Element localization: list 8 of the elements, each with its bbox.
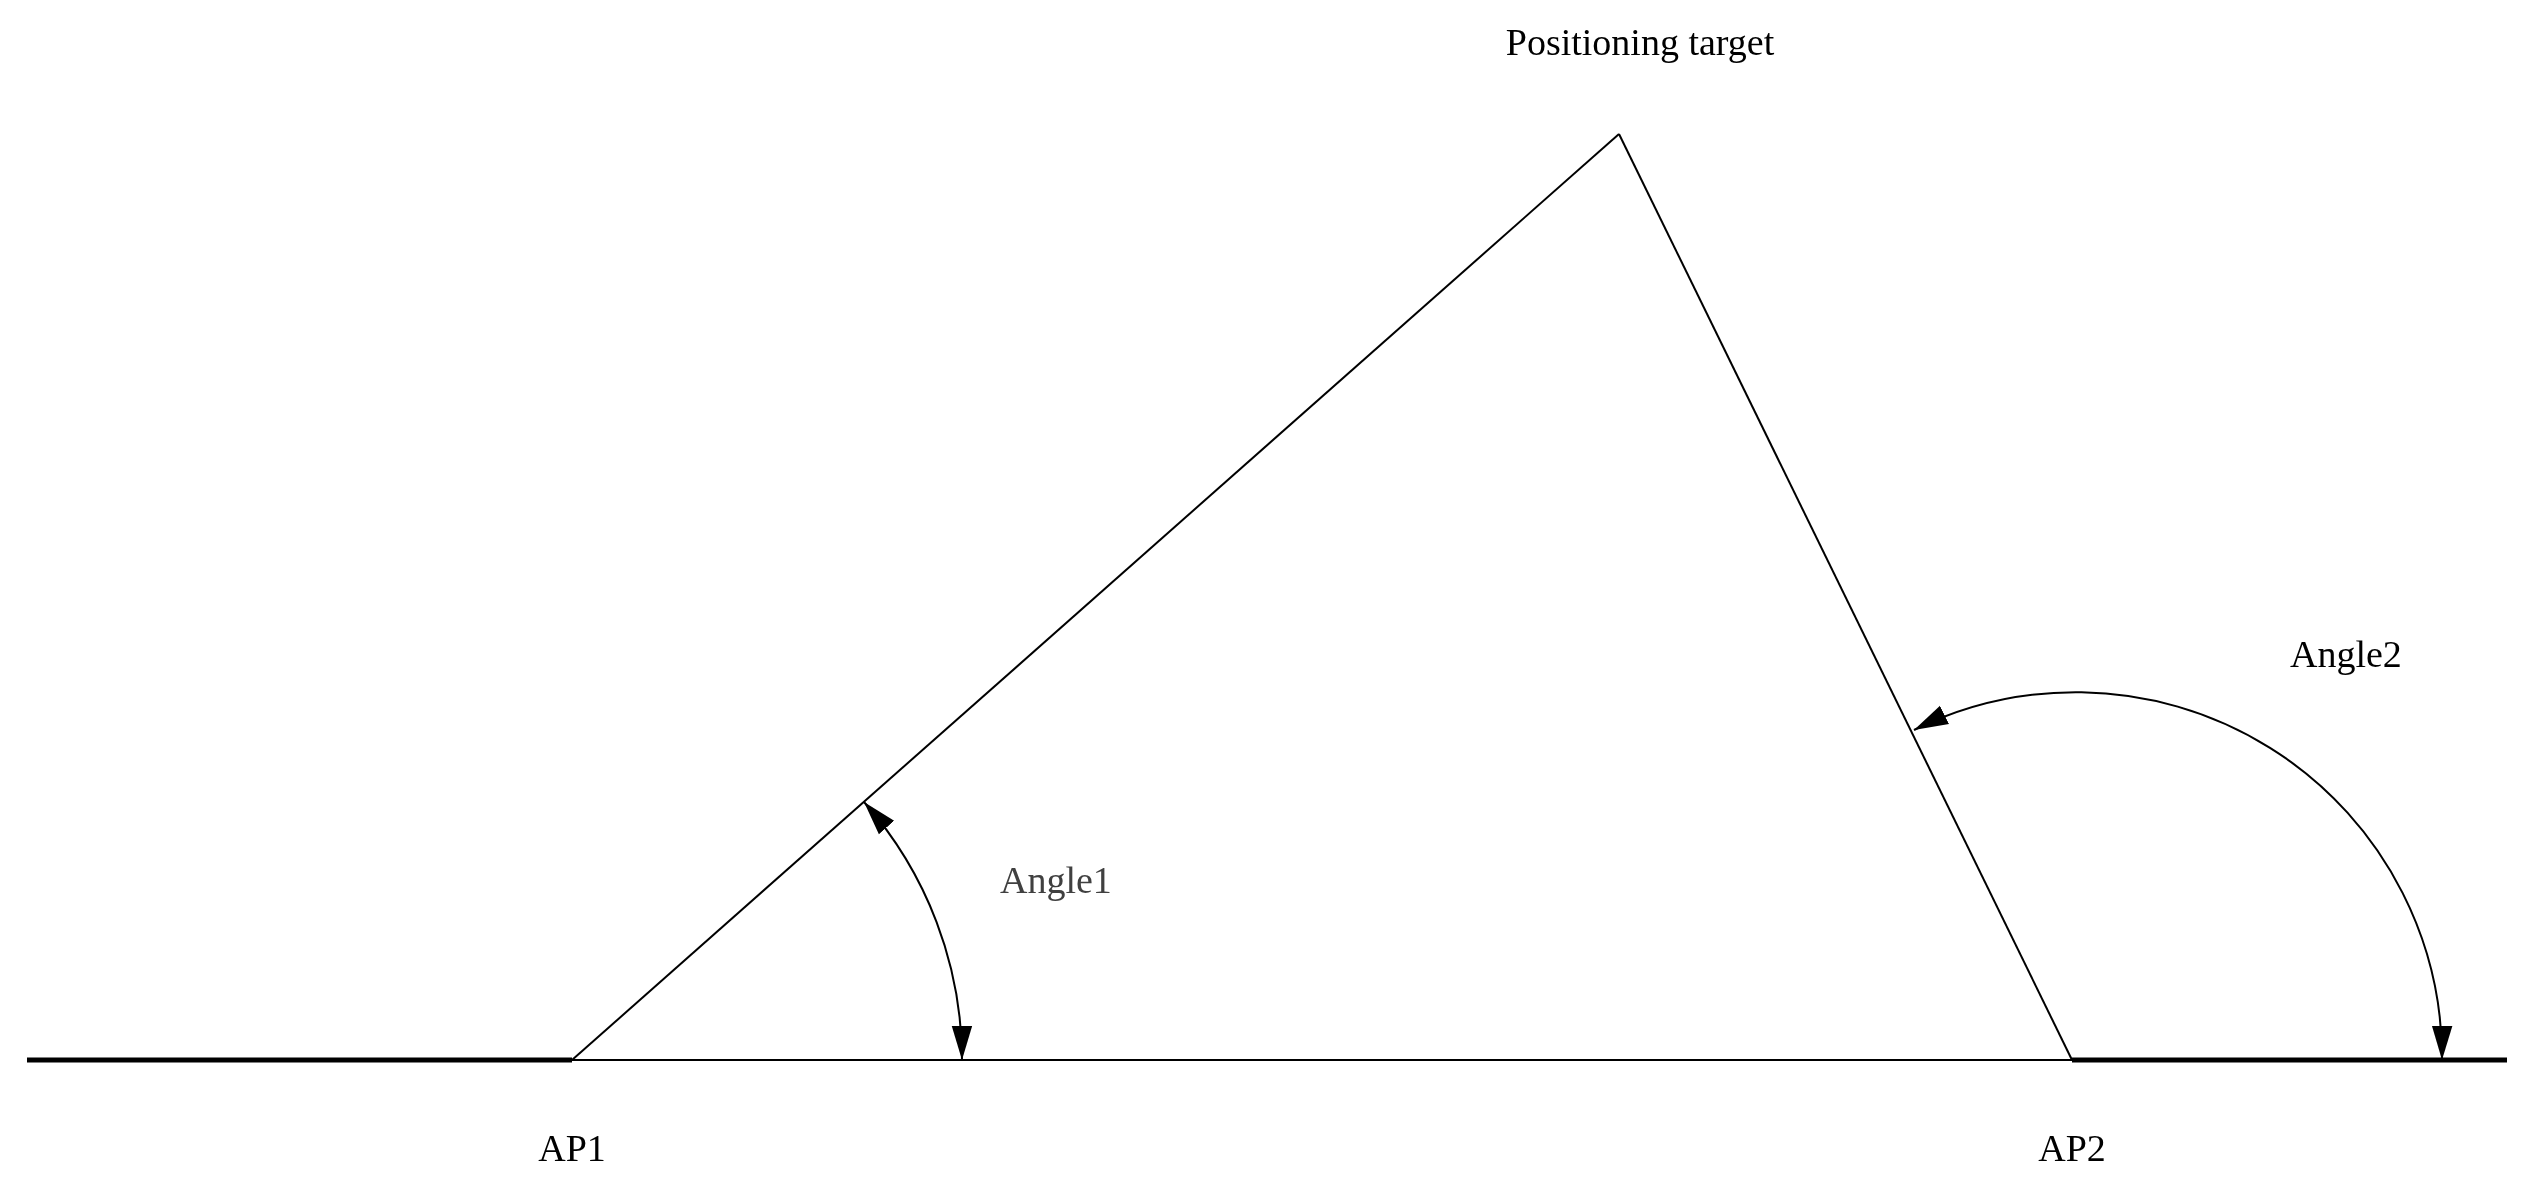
point-label: Positioning target: [1480, 20, 1800, 134]
line: [571, 1059, 2073, 1061]
line: [571, 133, 1620, 1061]
point-label: AP2: [2012, 1060, 2132, 1170]
point-label: AP1: [512, 1060, 632, 1170]
line: [1618, 133, 2073, 1061]
angle-label: Angle1: [1000, 858, 1112, 902]
angle-label: Angle2: [2290, 632, 2402, 676]
